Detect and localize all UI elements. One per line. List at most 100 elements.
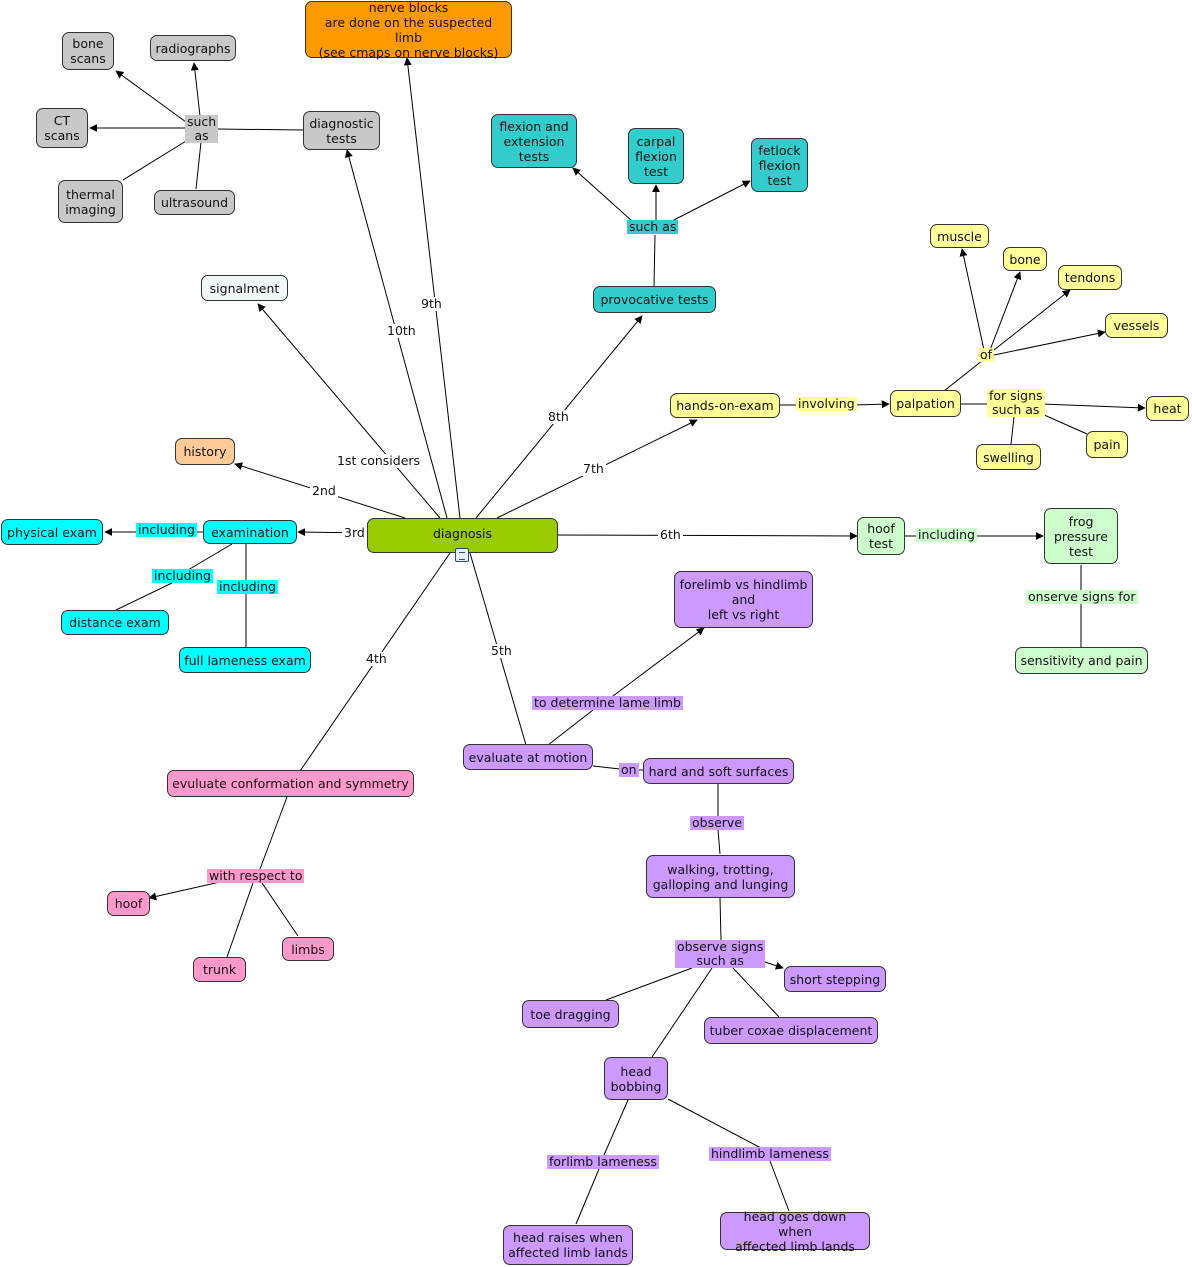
link-suchas-to-ultrasound (195, 141, 202, 190)
link-head-to-hindlimb (667, 1098, 762, 1149)
label-on: on (619, 762, 639, 777)
link-hindlimb-to-down (769, 1160, 790, 1212)
link-forsigns-to-pain (1041, 413, 1088, 435)
walking-node[interactable]: walking, trotting, galloping and lunging (646, 855, 795, 898)
link-signs-to-head (651, 967, 713, 1058)
label-including-distance: including (152, 568, 213, 583)
link-of-to-bone (989, 271, 1022, 351)
label-including-physical: including (136, 522, 197, 537)
label-such-as-gray: such as (185, 114, 219, 143)
tendons-node[interactable]: tendons (1058, 265, 1122, 290)
hoof-node[interactable]: hoof (107, 891, 150, 916)
label-observe-signs: observe signs such as (675, 939, 766, 968)
link-involving-to-palpation (852, 400, 890, 409)
label-observe: observe (690, 815, 745, 830)
link-head-to-forlimb (603, 1099, 629, 1156)
label-2nd: 2nd (310, 483, 338, 498)
link-forsigns-to-heat (1041, 403, 1146, 412)
sensitivity-pain-node[interactable]: sensitivity and pain (1015, 647, 1148, 674)
limbs-node[interactable]: limbs (282, 937, 334, 961)
link-diagnosis-1st (257, 303, 441, 519)
link-forsigns-to-swelling (1010, 416, 1015, 445)
tuber-coxae-node[interactable]: tuber coxae displacement (704, 1017, 878, 1044)
link-determine-to-forelimb (612, 627, 705, 697)
trunk-node[interactable]: trunk (193, 957, 246, 982)
flexion-extension-node[interactable]: flexion and extension tests (491, 114, 577, 168)
history-node[interactable]: history (175, 438, 235, 465)
distance-exam-node[interactable]: distance exam (61, 610, 169, 635)
label-4th: 4th (364, 651, 389, 666)
carpal-flexion-node[interactable]: carpal flexion test (628, 128, 684, 184)
head-raises-node[interactable]: head raises when affected limb lands (503, 1225, 633, 1265)
nerve-blocks-node[interactable]: nerve blocks are done on the suspected l… (305, 0, 512, 60)
link-motion-to-on (592, 765, 621, 770)
bone-node[interactable]: bone (1003, 247, 1047, 271)
examination-node[interactable]: examination (203, 520, 297, 544)
link-palpation-to-of (943, 359, 984, 392)
label-hindlimb-lameness: hindlimb lameness (709, 1146, 831, 1161)
link-of-to-tendons (993, 289, 1071, 351)
ct-scans-node[interactable]: CT scans (36, 108, 88, 148)
link-suchas-to-flexion (572, 167, 633, 222)
link-of-to-vessels (993, 329, 1106, 356)
link-respect-to-trunk (226, 882, 254, 958)
head-bobbing-node[interactable]: head bobbing (604, 1057, 668, 1100)
hands-on-exam-node[interactable]: hands-on-exam (670, 393, 780, 418)
muscle-node[interactable]: muscle (930, 224, 989, 248)
toe-dragging-node[interactable]: toe dragging (522, 1000, 619, 1028)
swelling-node[interactable]: swelling (976, 444, 1041, 470)
palpation-node[interactable]: palpation (890, 390, 961, 417)
head-down-node[interactable]: head goes down when affected limb lands (720, 1209, 870, 1254)
hoof-test-node[interactable]: hoof test (857, 517, 905, 555)
label-for-signs: for signs such as (987, 388, 1045, 417)
label-3rd: 3rd (342, 525, 367, 540)
thermal-imaging-node[interactable]: thermal imaging (58, 180, 123, 223)
label-including-hoof: including (916, 527, 977, 542)
label-forlimb-lameness: forlimb lameness (547, 1154, 659, 1169)
link-suchas-to-bonescans (115, 70, 187, 123)
conformation-node[interactable]: evuluate conformation and symmetry (167, 770, 414, 797)
label-1st-considers: 1st considers (335, 453, 423, 468)
forelimb-hindlimb-node[interactable]: forelimb vs hindlimb and left vs right (674, 571, 813, 628)
label-of: of (978, 347, 995, 362)
label-with-respect-to: with respect to (207, 868, 305, 883)
physical-exam-node[interactable]: physical exam (1, 519, 103, 545)
link-conformation-to-respect (259, 796, 288, 870)
label-9th: 9th (419, 296, 444, 311)
heat-node[interactable]: heat (1146, 396, 1189, 421)
link-suchas-to-radiographs (190, 62, 201, 117)
frog-pressure-node[interactable]: frog pressure test (1044, 508, 1118, 564)
ultrasound-node[interactable]: ultrasound (154, 190, 235, 215)
vessels-node[interactable]: vessels (1105, 313, 1168, 338)
link-of-to-muscle (959, 248, 985, 351)
label-determine-lame: to determine lame limb (532, 695, 683, 710)
signalment-node[interactable]: signalment (201, 275, 288, 301)
link-exam-to-including-dist (187, 543, 233, 571)
label-7th: 7th (581, 461, 606, 476)
fetlock-flexion-node[interactable]: fetlock flexion test (751, 138, 808, 192)
link-diagnosis-9th (403, 57, 461, 519)
label-5th: 5th (489, 643, 514, 658)
link-signs-to-tuber (732, 967, 780, 1018)
link-respect-to-hoof (148, 881, 221, 901)
radiographs-node[interactable]: radiographs (150, 35, 236, 61)
evaluate-motion-node[interactable]: evaluate at motion (463, 744, 593, 770)
link-suchas-to-fetlock (671, 180, 751, 222)
label-onserve-signs: onserve signs for (1026, 589, 1138, 604)
link-signs-to-short (764, 961, 784, 970)
diagnostic-tests-node[interactable]: diagnostic tests (303, 111, 380, 150)
label-10th: 10th (385, 323, 418, 338)
link-motion-to-determine (547, 709, 594, 746)
link-provocative-to-suchas (653, 234, 656, 287)
link-diagnosis-6th (557, 531, 858, 540)
short-stepping-node[interactable]: short stepping (784, 966, 886, 992)
bone-scans-node[interactable]: bone scans (62, 32, 114, 70)
provocative-tests-node[interactable]: provocative tests (593, 286, 716, 313)
document-attachment-icon[interactable] (455, 548, 469, 562)
link-signs-to-toe (605, 967, 693, 1001)
label-6th: 6th (658, 527, 683, 542)
pain-node[interactable]: pain (1086, 431, 1128, 458)
full-lameness-node[interactable]: full lameness exam (179, 647, 311, 673)
hard-soft-node[interactable]: hard and soft surfaces (643, 758, 794, 784)
